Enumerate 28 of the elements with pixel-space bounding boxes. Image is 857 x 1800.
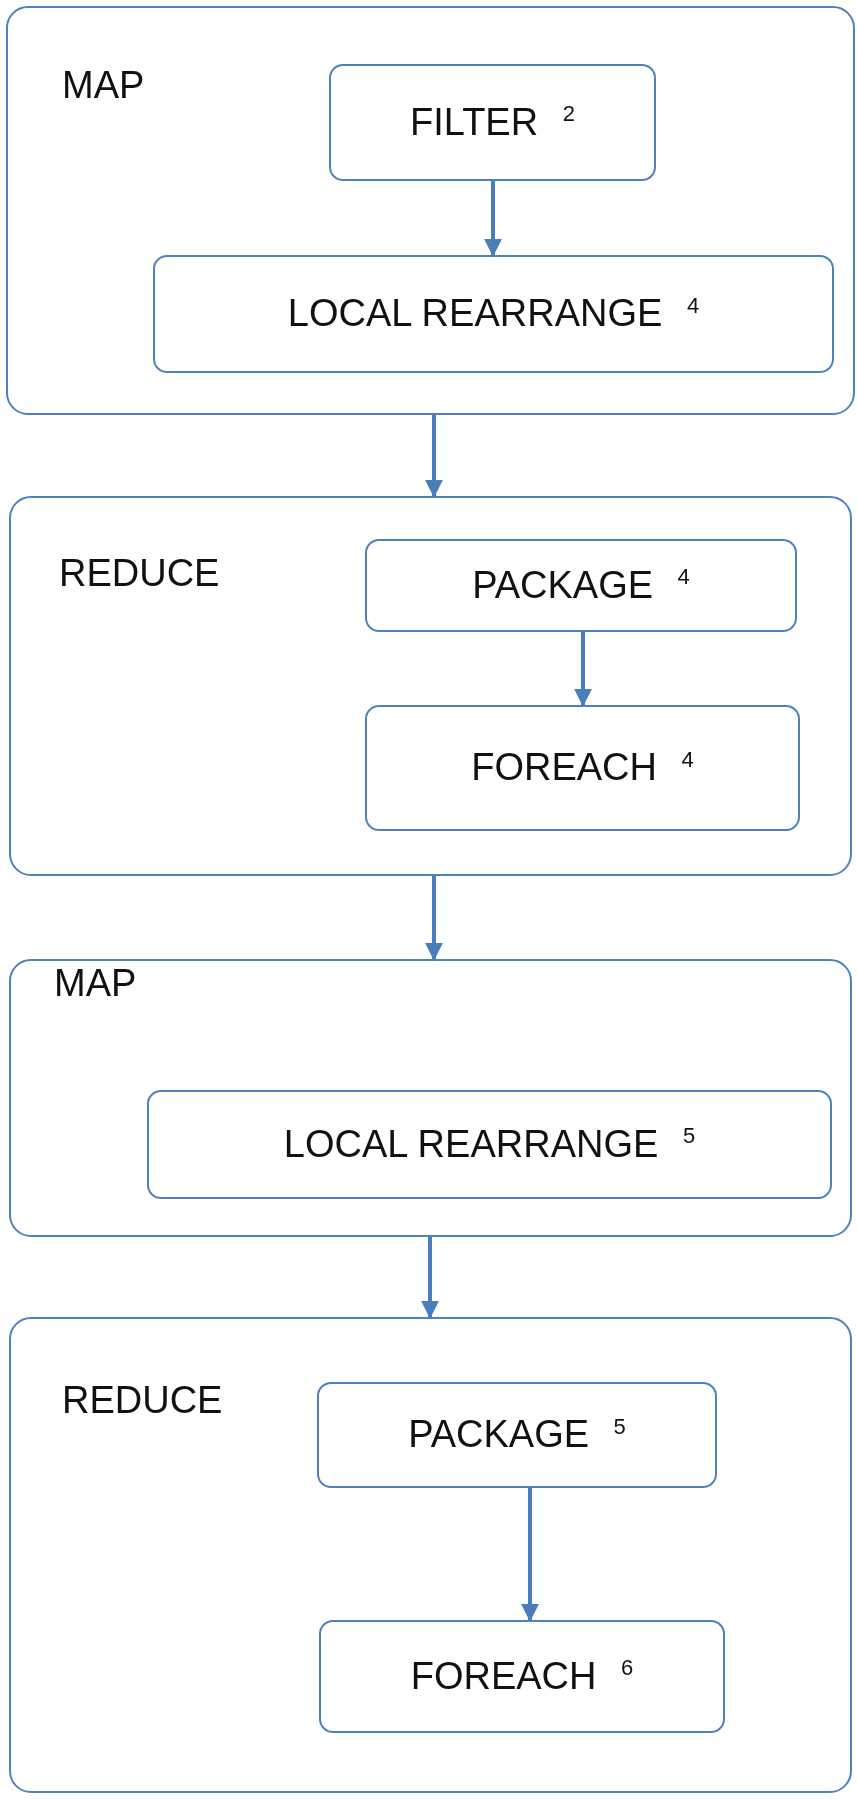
operator-label: FOREACH $^{4}$ <box>471 745 694 791</box>
operator-label: LOCAL REARRANGE $^{4}$ <box>287 291 700 337</box>
stage-container <box>9 496 852 876</box>
operator-box <box>365 705 800 831</box>
stage-container <box>9 959 852 1237</box>
operator-label: FILTER $^{2}$ <box>410 99 575 145</box>
stage-container <box>9 1317 852 1793</box>
operator-box <box>329 64 656 181</box>
arrow <box>484 181 502 257</box>
operator-label: PACKAGE $^{4}$ <box>472 562 690 608</box>
operator-box <box>365 539 797 632</box>
operator-box <box>147 1090 832 1199</box>
stage-title: REDUCE <box>62 1378 223 1423</box>
arrow <box>425 876 443 961</box>
arrow <box>574 632 592 707</box>
stage-title: MAP <box>54 961 137 1006</box>
operator-box <box>153 255 834 373</box>
operator-box <box>319 1620 725 1733</box>
stage-container <box>6 6 855 415</box>
operator-label: LOCAL REARRANGE $^{5}$ <box>283 1121 696 1167</box>
stage-title: MAP <box>62 63 145 108</box>
arrow <box>425 415 443 498</box>
operator-box <box>317 1382 717 1488</box>
arrow <box>421 1237 439 1319</box>
stage-title: REDUCE <box>59 551 220 596</box>
operator-label: FOREACH $^{6}$ <box>410 1653 634 1699</box>
arrow <box>521 1488 539 1622</box>
operator-label: PACKAGE $^{5}$ <box>408 1412 626 1458</box>
